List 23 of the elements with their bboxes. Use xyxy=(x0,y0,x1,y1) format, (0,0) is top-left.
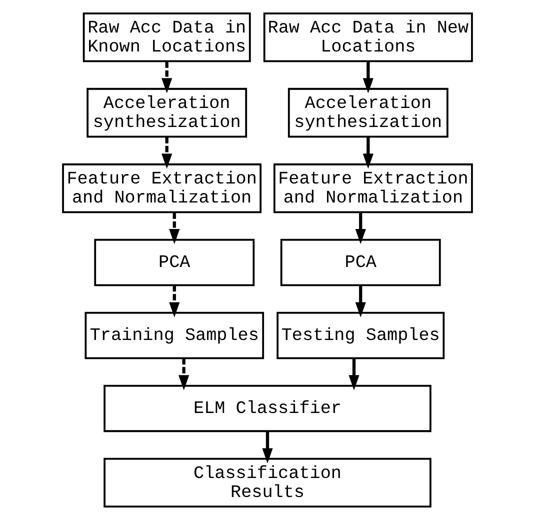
node-box: Feature Extraction and Normalization xyxy=(273,163,473,214)
arrow xyxy=(362,62,374,94)
node-box: Testing Samples xyxy=(276,312,445,360)
arrow xyxy=(362,137,374,169)
node-box: Acceleration synthesization xyxy=(86,88,248,138)
node-box: Raw Acc Data in New Locations xyxy=(263,12,473,62)
node-box: Feature Extraction and Normalization xyxy=(62,163,262,214)
arrow xyxy=(355,285,366,318)
node-box: Raw Acc Data in Known Locations xyxy=(82,12,251,62)
node-box: ELM Classifier xyxy=(104,384,432,432)
arrow xyxy=(178,358,190,390)
arrow xyxy=(355,212,366,244)
node-box: Acceleration synthesization xyxy=(288,88,448,138)
arrow xyxy=(162,62,172,94)
arrow xyxy=(348,358,360,390)
node-box: Training Samples xyxy=(84,312,264,360)
node-box: PCA xyxy=(94,238,255,286)
arrow xyxy=(169,212,180,244)
arrow xyxy=(169,285,180,318)
node-box: Classification Results xyxy=(104,458,432,508)
arrow xyxy=(262,431,273,464)
node-box: PCA xyxy=(280,238,441,286)
arrow xyxy=(162,137,172,169)
